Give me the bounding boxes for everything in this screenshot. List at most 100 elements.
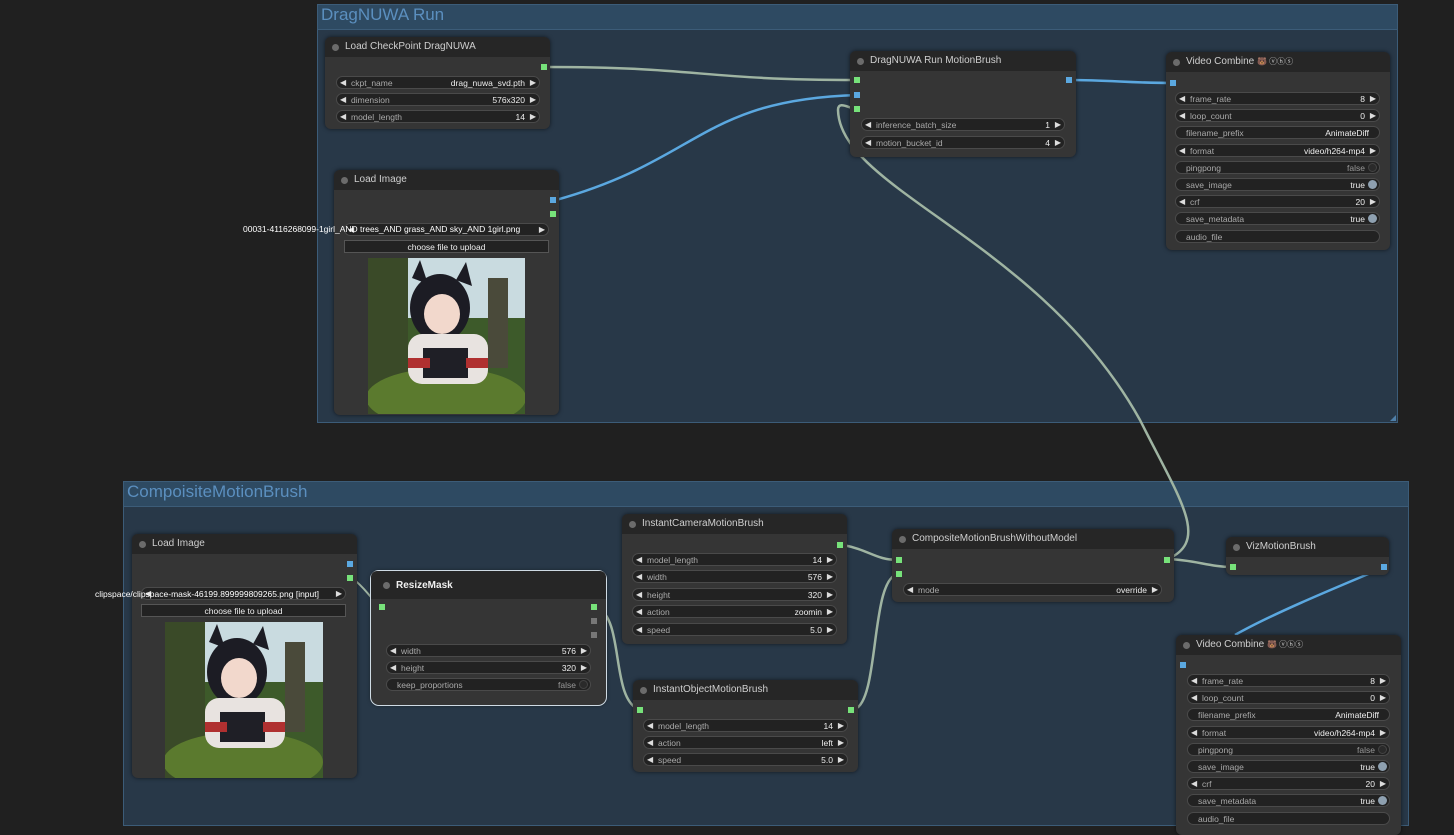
increment-arrow-icon[interactable]: ▶ xyxy=(837,755,844,765)
input-slot-image[interactable] xyxy=(854,92,860,98)
decrement-arrow-icon[interactable]: ◀ xyxy=(145,589,152,598)
decrement-arrow-icon[interactable]: ◀ xyxy=(1179,94,1186,103)
decrement-arrow-icon[interactable]: ◀ xyxy=(636,607,643,617)
widget-audio-file[interactable]: audio_file xyxy=(1175,229,1380,243)
input-slot-motion-brush[interactable] xyxy=(1230,564,1236,570)
input-slot-mask[interactable] xyxy=(379,604,385,610)
increment-arrow-icon[interactable]: ▶ xyxy=(529,95,536,104)
increment-arrow-icon[interactable]: ▶ xyxy=(538,225,545,234)
increment-arrow-icon[interactable]: ▶ xyxy=(826,555,833,564)
input-slot-motion-brush-layer1[interactable] xyxy=(896,571,902,577)
toggle-knob[interactable] xyxy=(1368,180,1377,189)
output-slot-motion-brush[interactable] xyxy=(837,542,843,548)
collapse-dot-icon[interactable] xyxy=(341,177,348,184)
widget-keep-proportions[interactable]: keep_proportions false xyxy=(386,678,591,691)
collapse-dot-icon[interactable] xyxy=(857,58,864,65)
decrement-arrow-icon[interactable]: ◀ xyxy=(1191,779,1198,789)
widget-ckpt-name[interactable]: ◀ ckpt_name drag_nuwa_svd.pth ▶ xyxy=(336,76,540,89)
increment-arrow-icon[interactable]: ▶ xyxy=(1379,693,1386,703)
node-header[interactable]: Video Combine 🐻 ⓥⓗⓢ xyxy=(1166,52,1390,72)
increment-arrow-icon[interactable]: ▶ xyxy=(1379,727,1386,737)
increment-arrow-icon[interactable]: ▶ xyxy=(1369,197,1376,207)
decrement-arrow-icon[interactable]: ◀ xyxy=(636,572,643,582)
choose-file-upload-button[interactable]: choose file to upload xyxy=(141,604,346,617)
output-slot-motion-brush[interactable] xyxy=(848,707,854,713)
output-slot-mask[interactable] xyxy=(347,575,353,581)
increment-arrow-icon[interactable]: ▶ xyxy=(529,78,536,87)
node-header[interactable]: VizMotionBrush xyxy=(1226,537,1389,557)
collapse-dot-icon[interactable] xyxy=(1233,544,1240,551)
decrement-arrow-icon[interactable]: ◀ xyxy=(647,755,654,765)
toggle-knob[interactable] xyxy=(1378,744,1387,754)
node-header[interactable]: CompositeMotionBrushWithoutModel xyxy=(892,529,1174,549)
node-viz-motion-brush[interactable]: VizMotionBrush xyxy=(1226,537,1389,575)
toggle-knob[interactable] xyxy=(579,680,588,689)
increment-arrow-icon[interactable]: ▶ xyxy=(1369,111,1376,121)
output-slot-motion-brush[interactable] xyxy=(1164,557,1170,563)
toggle-knob[interactable] xyxy=(1378,762,1387,771)
group-header[interactable] xyxy=(318,5,1397,30)
increment-arrow-icon[interactable]: ▶ xyxy=(1054,120,1061,129)
increment-arrow-icon[interactable]: ▶ xyxy=(580,663,587,672)
node-load-image-2[interactable]: Load Image ◀ ▶ choose file to upload xyxy=(132,534,357,778)
increment-arrow-icon[interactable]: ▶ xyxy=(580,646,587,655)
widget-dimension[interactable]: ◀ dimension 576x320 ▶ xyxy=(336,93,540,106)
widget-image-select[interactable]: ◀ ▶ xyxy=(141,587,346,600)
node-header[interactable]: InstantCameraMotionBrush xyxy=(622,514,847,534)
input-slot-images[interactable] xyxy=(1170,80,1176,86)
output-slot-width[interactable] xyxy=(591,618,597,624)
decrement-arrow-icon[interactable]: ◀ xyxy=(340,78,347,87)
node-header[interactable]: InstantObjectMotionBrush xyxy=(633,680,858,700)
node-header[interactable]: Video Combine 🐻 ⓥⓗⓢ xyxy=(1176,635,1401,655)
toggle-knob[interactable] xyxy=(1378,796,1387,806)
node-header[interactable]: DragNUWA Run MotionBrush xyxy=(850,51,1076,71)
increment-arrow-icon[interactable]: ▶ xyxy=(1151,585,1158,594)
collapse-dot-icon[interactable] xyxy=(1173,59,1180,66)
increment-arrow-icon[interactable]: ▶ xyxy=(335,589,342,598)
widget-model-length[interactable]: ◀ model_length 14 ▶ xyxy=(336,110,540,123)
node-load-checkpoint-dragnuwa[interactable]: Load CheckPoint DragNUWA ◀ ckpt_name dra… xyxy=(325,37,550,129)
collapse-dot-icon[interactable] xyxy=(1183,642,1190,649)
output-slot-image[interactable] xyxy=(347,561,353,567)
collapse-dot-icon[interactable] xyxy=(899,536,906,543)
decrement-arrow-icon[interactable]: ◀ xyxy=(340,95,347,104)
output-slot-model[interactable] xyxy=(541,64,547,70)
output-slot-image[interactable] xyxy=(550,197,556,203)
increment-arrow-icon[interactable]: ▶ xyxy=(1379,676,1386,685)
decrement-arrow-icon[interactable]: ◀ xyxy=(348,225,355,234)
widget-image-select[interactable]: ◀ ▶ xyxy=(344,223,549,236)
increment-arrow-icon[interactable]: ▶ xyxy=(826,589,833,599)
decrement-arrow-icon[interactable]: ◀ xyxy=(1191,693,1198,703)
decrement-arrow-icon[interactable]: ◀ xyxy=(865,138,872,147)
decrement-arrow-icon[interactable]: ◀ xyxy=(1191,727,1198,737)
input-slot-images[interactable] xyxy=(1180,662,1186,668)
node-header[interactable]: ResizeMask xyxy=(371,571,606,599)
increment-arrow-icon[interactable]: ▶ xyxy=(1054,138,1061,147)
decrement-arrow-icon[interactable]: ◀ xyxy=(1179,197,1186,207)
increment-arrow-icon[interactable]: ▶ xyxy=(1369,94,1376,103)
decrement-arrow-icon[interactable]: ◀ xyxy=(1191,676,1198,685)
decrement-arrow-icon[interactable]: ◀ xyxy=(390,646,397,655)
increment-arrow-icon[interactable]: ▶ xyxy=(529,112,536,121)
toggle-knob[interactable] xyxy=(1368,162,1377,172)
input-slot-motion-brush[interactable] xyxy=(854,106,860,112)
widget-audio-file[interactable]: audio_file xyxy=(1187,811,1390,825)
